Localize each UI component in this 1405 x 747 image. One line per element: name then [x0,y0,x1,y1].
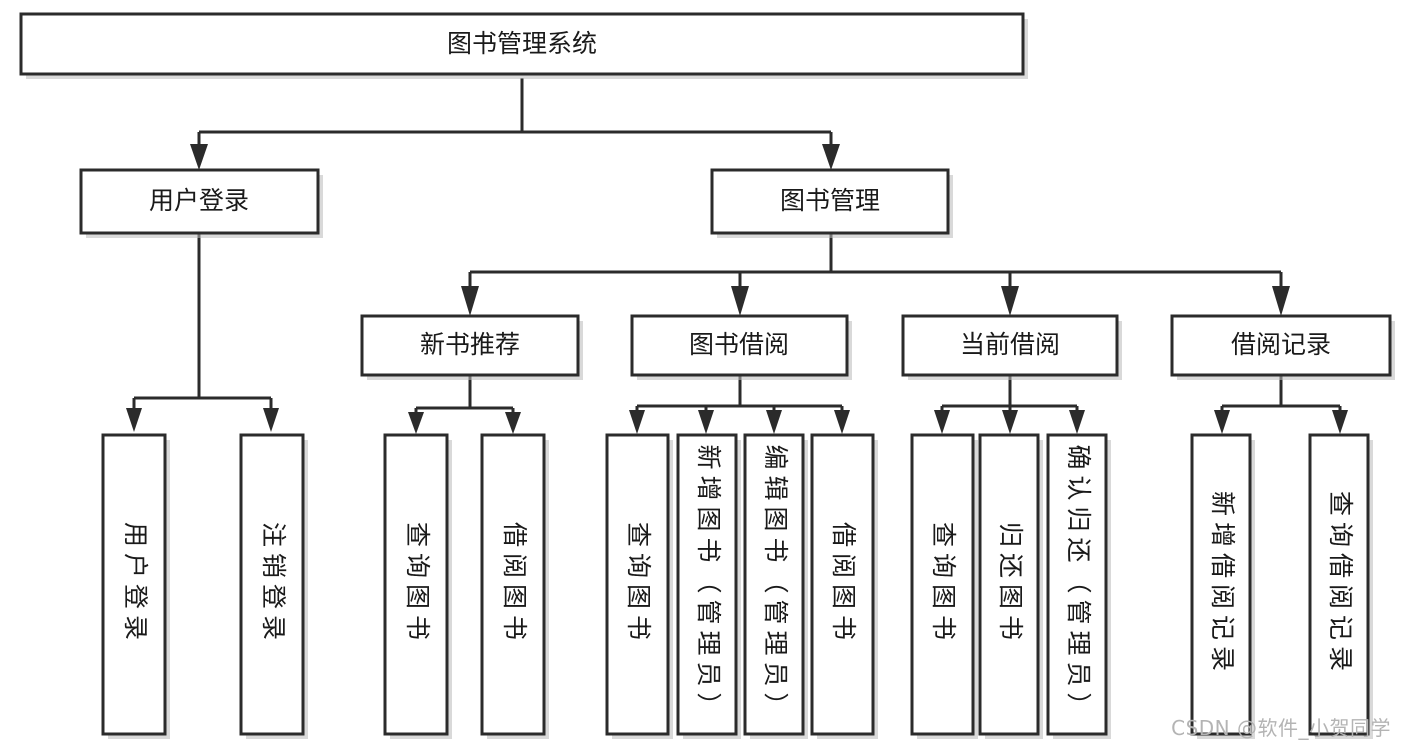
current-borrow-box [901,314,1119,377]
leaf-user-login-box [101,433,167,736]
borrow-record-label: 借阅记录 [1231,330,1331,359]
leaf-logout-box [239,433,305,736]
leaf-editbook-box [743,433,805,736]
root-label: 图书管理系统 [447,29,597,58]
book-borrow-label: 图书借阅 [689,330,789,359]
leaf-addrecord-box [1190,433,1252,736]
arrow-user-login-leaf2 [263,408,279,432]
leaf-query1-label: 查询图书 [403,522,432,646]
arrow-bb-leaf3 [766,410,782,434]
node-leaf-confirm-return[interactable]: 确认归还（管理员） [1046,433,1111,739]
arrow-cb-leaf3 [1069,410,1085,434]
borrow-record-box [1170,314,1392,377]
leaf-logout-label: 注销登录 [259,522,288,646]
leaf-confirm-label: 确认归还（管理员） [1064,444,1093,723]
leaf-queryrecord-label: 查询借阅记录 [1326,491,1355,677]
leaf-confirm-box [1046,433,1108,736]
node-leaf-return-book[interactable]: 归还图书 [978,433,1043,739]
leaf-return-box [978,433,1040,736]
arrow-newbook-leaf2 [505,412,521,434]
arrow-br-leaf2 [1332,410,1348,434]
arrow-bm-to-book-borrow [731,286,749,316]
book-manage-box [710,168,950,235]
leaf-query1-box [383,433,449,736]
node-new-book-recommend[interactable]: 新书推荐 [360,314,583,380]
node-leaf-borrow-book-2[interactable]: 借阅图书 [810,433,878,739]
leaf-return-label: 归还图书 [996,522,1025,646]
leaf-queryrecord-box [1308,433,1370,736]
current-borrow-label: 当前借阅 [960,330,1060,359]
leaf-borrow2-box [810,433,875,736]
book-manage-label: 图书管理 [780,186,880,215]
node-leaf-query-book-2[interactable]: 查询图书 [605,433,673,739]
new-book-box [360,314,580,377]
node-leaf-query-book-1[interactable]: 查询图书 [383,433,452,739]
node-leaf-add-record[interactable]: 新增借阅记录 [1190,433,1255,739]
arrow-root-to-user-login [190,144,208,170]
arrow-root-to-book-manage [822,144,840,170]
leaf-query3-label: 查询图书 [929,522,958,646]
leaf-borrow1-box [480,433,546,736]
node-root[interactable]: 图书管理系统 [19,12,1028,79]
root-box [19,12,1025,76]
leaf-user-login-label: 用户登录 [121,522,150,646]
arrow-bm-to-borrow-record [1272,286,1290,316]
arrow-newbook-leaf1 [408,412,424,434]
node-current-borrow[interactable]: 当前借阅 [901,314,1122,380]
new-book-label: 新书推荐 [420,330,520,359]
leaf-addrecord-label: 新增借阅记录 [1208,491,1237,677]
book-borrow-box [630,314,849,377]
node-leaf-user-login[interactable]: 用户登录 [101,433,170,739]
leaf-borrow1-label: 借阅图书 [500,522,529,646]
node-leaf-query-book-3[interactable]: 查询图书 [910,433,978,739]
node-leaf-borrow-book-1[interactable]: 借阅图书 [480,433,549,739]
arrow-bb-leaf2 [698,410,714,434]
arrow-br-leaf1 [1214,410,1230,434]
node-leaf-logout-login[interactable]: 注销登录 [239,433,308,739]
leaf-borrow2-label: 借阅图书 [829,522,858,646]
node-leaf-query-record[interactable]: 查询借阅记录 [1308,433,1373,739]
leaf-addbook-label: 新增图书（管理员） [694,444,723,723]
leaf-query2-box [605,433,670,736]
leaf-addbook-box [676,433,738,736]
user-login-label: 用户登录 [149,186,249,215]
node-leaf-add-book[interactable]: 新增图书（管理员） [676,433,741,739]
node-book-manage[interactable]: 图书管理 [710,168,953,238]
arrow-cb-leaf2 [1002,410,1018,434]
user-login-box [79,168,320,235]
node-borrow-record[interactable]: 借阅记录 [1170,314,1395,380]
connector-group [126,78,1348,434]
leaf-query3-box [910,433,975,736]
node-user-login[interactable]: 用户登录 [79,168,323,238]
leaf-editbook-label: 编辑图书（管理员） [761,444,790,723]
arrow-cb-leaf1 [934,410,950,434]
node-leaf-edit-book[interactable]: 编辑图书（管理员） [743,433,808,739]
csdn-watermark: CSDN @软件_小贺同学 [1171,716,1391,740]
arrow-bb-leaf4 [834,410,850,434]
arrow-bm-to-current-borrow [1001,286,1019,316]
leaf-query2-label: 查询图书 [624,522,653,646]
arrow-user-login-leaf1 [126,408,142,432]
arrow-bb-leaf1 [629,410,645,434]
node-book-borrow[interactable]: 图书借阅 [630,314,852,380]
arrow-bm-to-new-book [461,286,479,316]
